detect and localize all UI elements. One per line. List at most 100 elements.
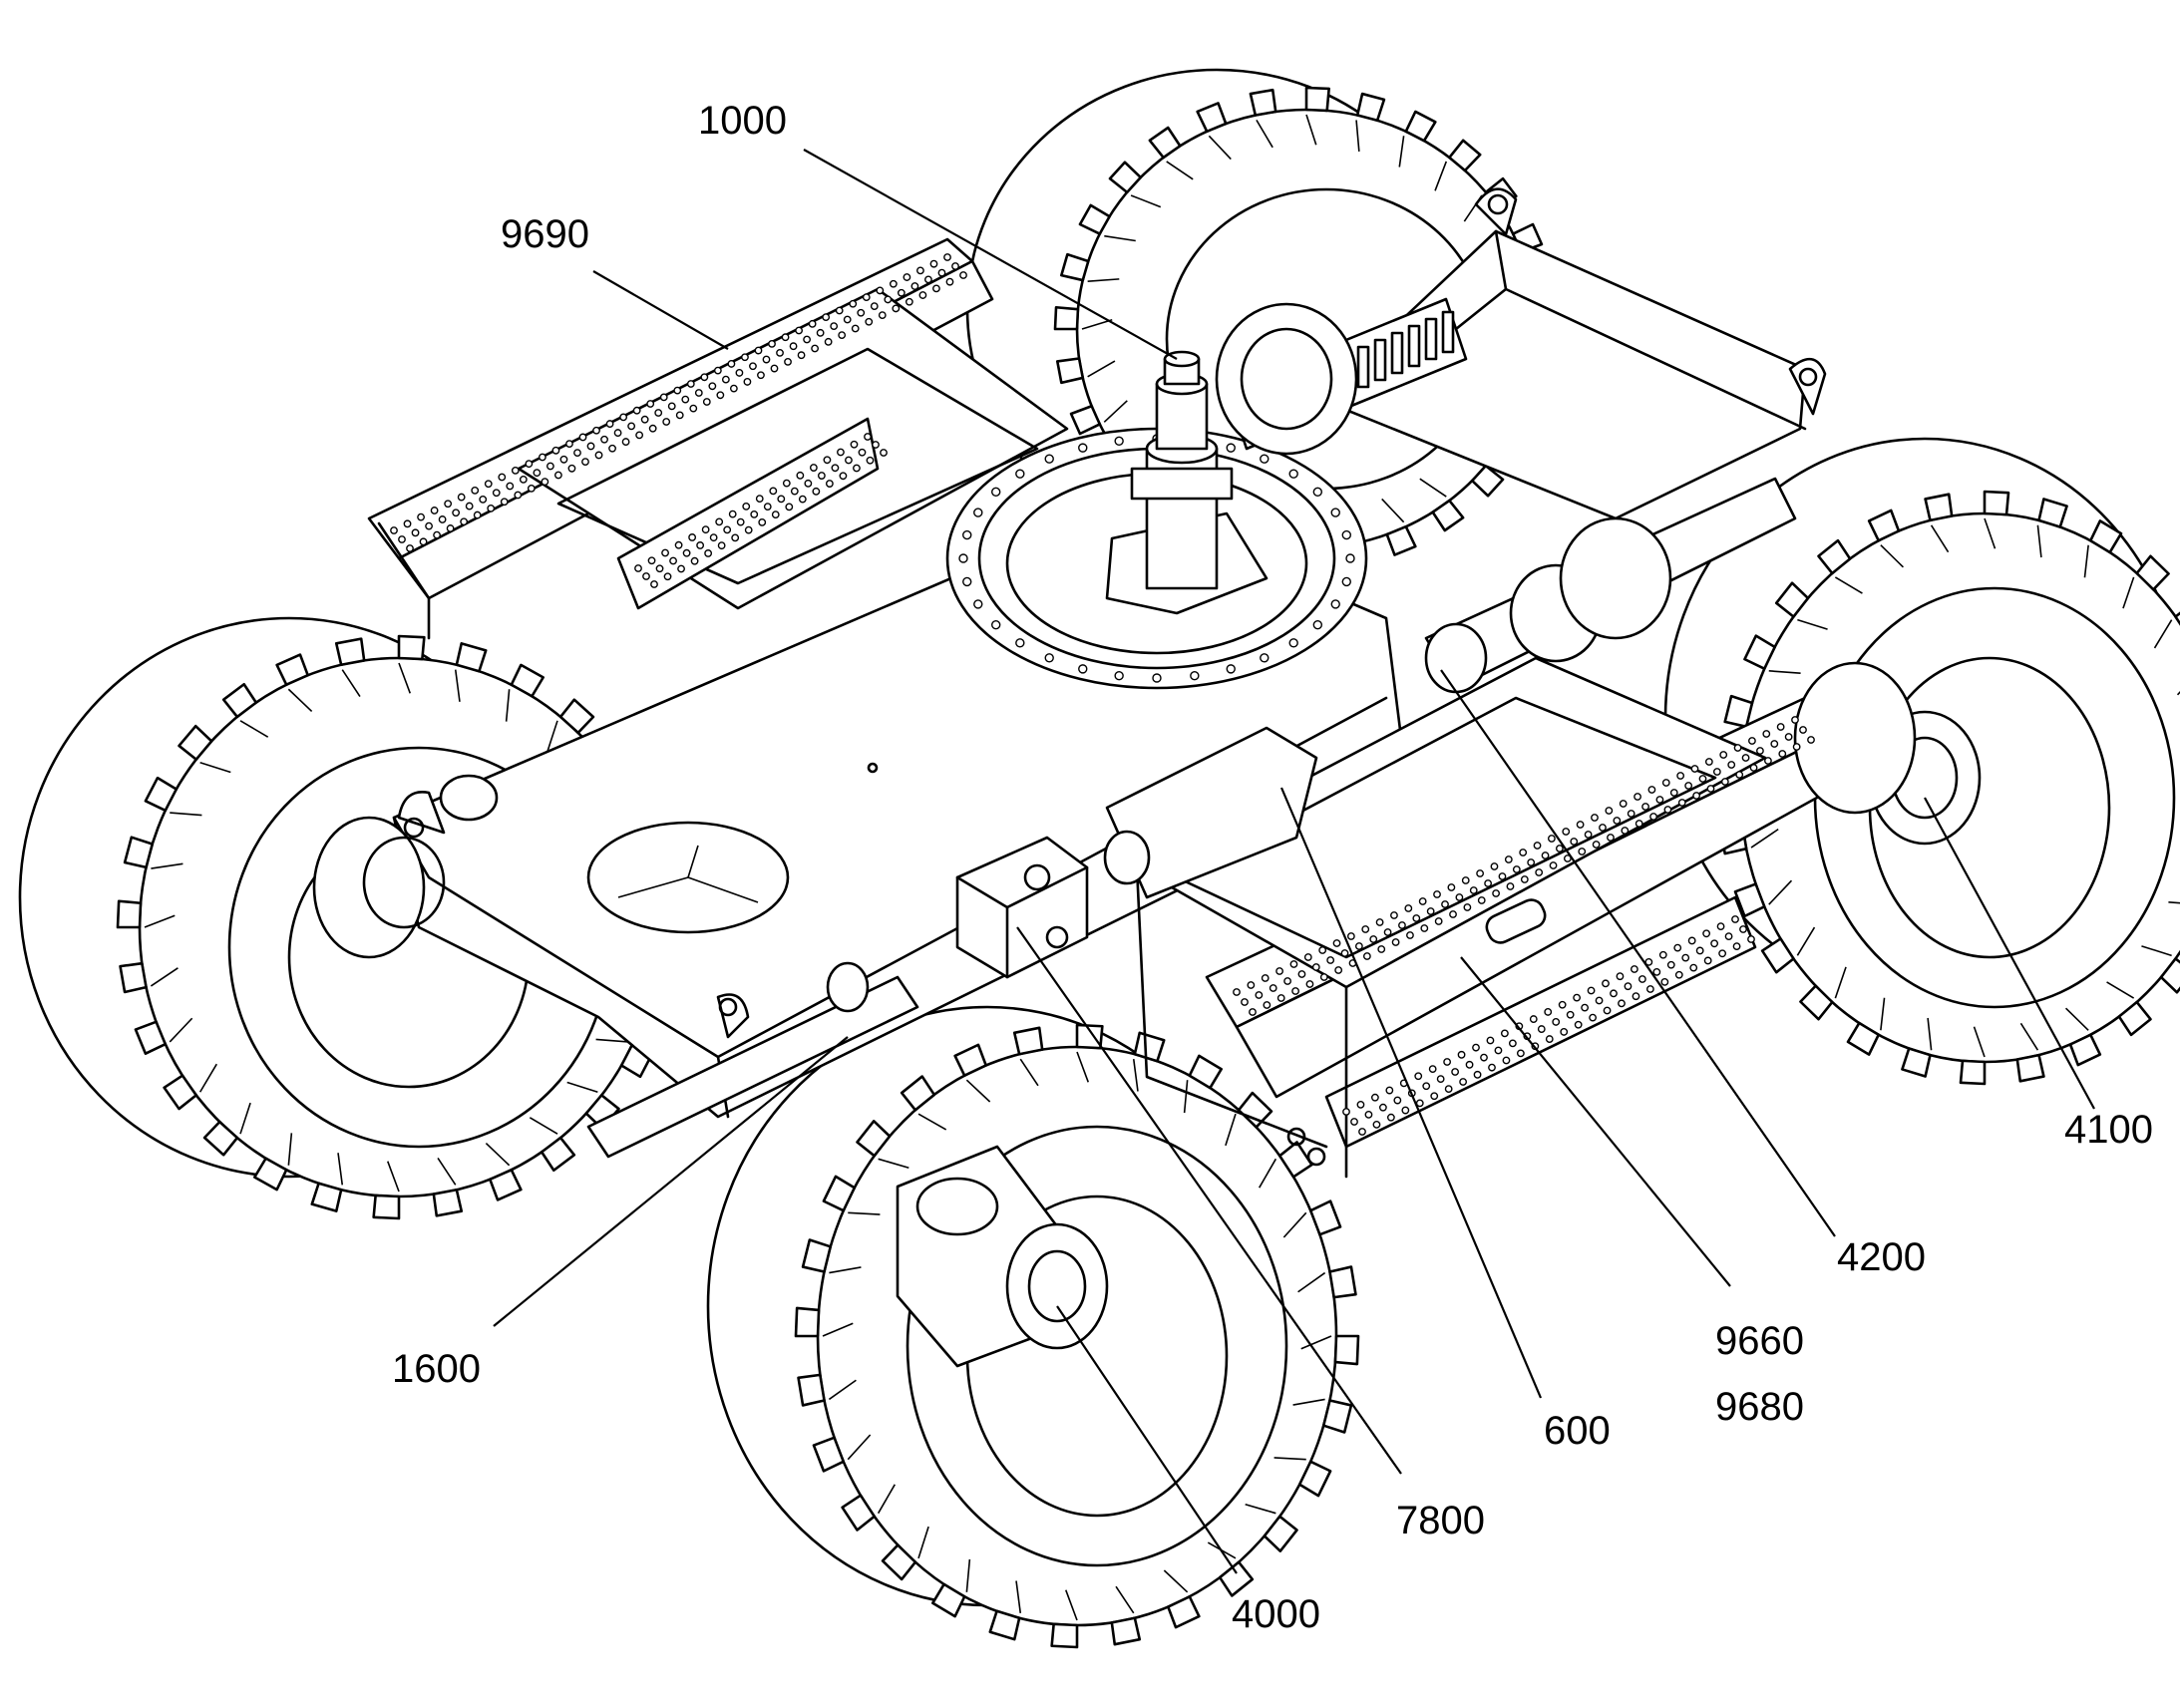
perforation-hole — [1575, 1022, 1581, 1028]
perforation-hole — [1749, 738, 1755, 744]
tread-lug — [560, 700, 593, 733]
leader-9690 — [593, 271, 728, 349]
callout-labels: 1000 9690 4100 4200 9660 9680 600 7800 1… — [392, 99, 2153, 1636]
perforation-hole — [445, 501, 451, 507]
leader-600 — [1281, 788, 1541, 1398]
perforation-hole — [1264, 1002, 1270, 1008]
ring-bolt — [1313, 621, 1321, 629]
perforation-hole — [742, 354, 748, 360]
perforation-hole — [1676, 972, 1682, 978]
tread-line — [1016, 1580, 1020, 1612]
perforation-hole — [1384, 929, 1390, 935]
ring-bolt — [1342, 577, 1350, 585]
callout-4100: 4100 — [2064, 1108, 2153, 1152]
ring-bolt — [1016, 470, 1024, 478]
perforation-hole — [1690, 964, 1696, 970]
tread-lug — [1335, 1336, 1358, 1364]
perforation-hole — [1619, 1000, 1625, 1006]
perforation-hole — [891, 281, 897, 287]
perforation-hole — [917, 267, 923, 273]
perforation-hole — [1263, 975, 1269, 981]
perforation-hole — [1677, 773, 1683, 779]
perforation-hole — [1674, 944, 1680, 950]
perforation-hole — [758, 372, 764, 378]
leader-4200 — [1441, 670, 1835, 1236]
perforation-hole — [1553, 1019, 1559, 1025]
perforation-hole — [1650, 814, 1656, 820]
perforation-hole — [649, 426, 655, 432]
perforation-hole — [1592, 815, 1598, 821]
perforation-hole — [1563, 829, 1569, 835]
perforation-hole — [593, 428, 599, 434]
perforation-hole — [1298, 971, 1304, 977]
perforation-hole — [845, 316, 851, 322]
perforation-hole — [812, 345, 818, 351]
perforation-hole — [1711, 940, 1717, 946]
tread-line — [918, 1527, 928, 1558]
tread-line — [547, 721, 557, 752]
perforation-hole — [1394, 1097, 1400, 1103]
perforation-hole — [1608, 835, 1614, 841]
perforation-hole — [1617, 973, 1623, 979]
perforation-hole — [614, 430, 620, 436]
perforation-hole — [683, 550, 689, 556]
perforation-hole — [1596, 997, 1602, 1003]
tread-lug — [121, 963, 147, 992]
perforation-hole — [1327, 957, 1333, 963]
ring-bolt — [1079, 444, 1087, 452]
perforation-hole — [1557, 846, 1563, 852]
perforation-hole — [661, 394, 667, 400]
perforation-hole — [540, 454, 545, 460]
perforation-hole — [800, 496, 806, 502]
perforation-hole — [1514, 866, 1520, 872]
perforation-hole — [771, 365, 777, 371]
perforation-hole — [1313, 964, 1319, 970]
perforation-hole — [1474, 1072, 1480, 1078]
tread-line — [848, 1435, 870, 1460]
perforation-hole — [744, 379, 750, 385]
perforation-hole — [1434, 891, 1440, 897]
perforation-hole — [1693, 793, 1699, 799]
tread-lug — [146, 778, 177, 811]
perforation-hole — [1635, 794, 1640, 800]
perforation-hole — [944, 254, 950, 260]
perforation-hole — [1351, 1119, 1357, 1125]
perforation-hole — [731, 385, 737, 391]
perforation-hole — [1448, 884, 1454, 890]
perforation-hole — [866, 319, 872, 325]
ring-bolt — [959, 554, 967, 562]
perforation-hole — [759, 519, 765, 525]
tread-lug — [843, 1496, 875, 1531]
perforation-hole — [529, 486, 535, 492]
tread-lug — [990, 1611, 1019, 1639]
perforation-hole — [434, 531, 440, 537]
perforation-hole — [1292, 988, 1298, 994]
perforation-hole — [670, 557, 676, 563]
perforation-hole — [1606, 808, 1612, 814]
perforation-hole — [690, 405, 696, 411]
perforation-hole — [1250, 1009, 1256, 1015]
tread-line — [1077, 1052, 1088, 1082]
tread-line — [1088, 279, 1120, 281]
perforation-hole — [1688, 937, 1694, 943]
tread-line — [2141, 946, 2171, 956]
perforation-hole — [1376, 919, 1382, 925]
chassis-frame — [314, 189, 1980, 1366]
perforation-hole — [946, 278, 952, 284]
perforation-hole — [784, 480, 790, 486]
tread-line — [1382, 499, 1404, 521]
perforation-hole — [858, 310, 864, 316]
perforation-hole — [420, 538, 426, 544]
leader-9660 — [1461, 957, 1730, 1286]
tread-lug — [399, 636, 424, 659]
perforation-hole — [1725, 933, 1731, 939]
perforation-hole — [919, 292, 925, 298]
tread-line — [1131, 195, 1161, 207]
tread-line — [1985, 518, 1995, 548]
perforation-hole — [1571, 839, 1577, 845]
perforation-hole — [547, 463, 553, 469]
perforation-hole — [1452, 1069, 1458, 1075]
perforation-hole — [1284, 978, 1290, 984]
tread-lug — [1220, 1562, 1253, 1596]
